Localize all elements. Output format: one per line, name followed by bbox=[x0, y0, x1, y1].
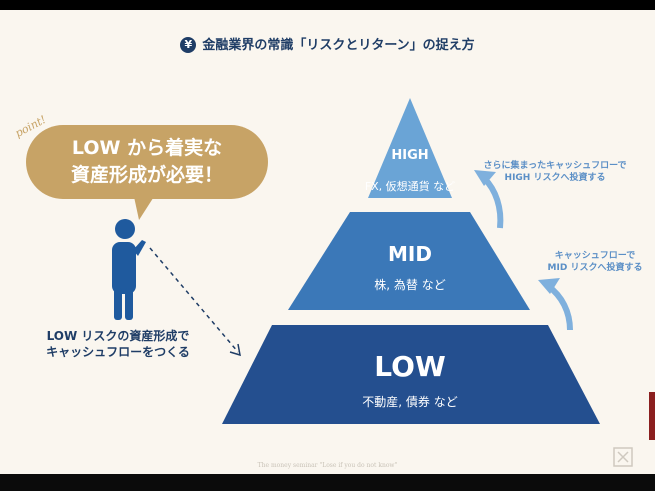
bubble-line-1: LOW から着実な bbox=[71, 137, 223, 159]
bubble-line-2: 資産形成が必要！ bbox=[70, 164, 223, 186]
tier-low-label: LOW bbox=[374, 350, 446, 383]
edge-fragment bbox=[649, 392, 655, 440]
note-high: さらに集まったキャッシュフローで HIGH リスクへ投資する bbox=[470, 160, 640, 184]
tier-high-label: HIGH bbox=[391, 148, 429, 163]
page-title: ¥ 金融業界の常識「リスクとリターン」の捉え方 bbox=[0, 34, 655, 53]
side-note-line-1: LOW リスクの資産形成で bbox=[46, 329, 190, 343]
curved-arrow-to-high bbox=[474, 170, 504, 229]
tier-low-examples: 不動産, 債券 など bbox=[362, 395, 458, 409]
dashed-arrow bbox=[149, 247, 241, 357]
title-text: 金融業界の常識「リスクとリターン」の捉え方 bbox=[202, 38, 475, 53]
tier-mid-label: MID bbox=[388, 242, 432, 266]
note-high-line-2: HIGH リスクへ投資する bbox=[504, 173, 606, 183]
side-note-line-2: キャッシュフローをつくる bbox=[46, 345, 190, 359]
speech-bubble-text: LOW から着実な 資産形成が必要！ bbox=[26, 135, 268, 189]
yen-icon: ¥ bbox=[180, 37, 197, 53]
note-mid: キャッシュフローで MID リスクへ投資する bbox=[545, 250, 645, 274]
tier-mid-examples: 株, 為替 など bbox=[374, 278, 446, 292]
slide: ¥金融業界の常識「リスクとリターン」の捉え方 point! LOW から着実な … bbox=[0, 10, 655, 474]
bottom-strip bbox=[0, 474, 655, 491]
note-mid-line-1: キャッシュフローで bbox=[554, 251, 636, 261]
note-mid-line-2: MID リスクへ投資する bbox=[547, 263, 643, 273]
pyramid-tier-mid bbox=[288, 212, 530, 310]
side-note: LOW リスクの資産形成で キャッシュフローをつくる bbox=[18, 328, 218, 360]
pyramid-tier-high bbox=[368, 98, 452, 198]
footer-text: The money seminar "Lose if you do not kn… bbox=[257, 462, 398, 469]
thinking-person-icon bbox=[112, 219, 146, 320]
diagram-graphics bbox=[112, 98, 600, 424]
note-high-line-1: さらに集まったキャッシュフローで bbox=[483, 161, 627, 171]
expand-icon[interactable] bbox=[613, 447, 633, 467]
curved-arrow-to-mid bbox=[538, 278, 573, 331]
tier-high-examples: FX, 仮想通貨 など bbox=[364, 180, 456, 193]
speech-bubble bbox=[26, 125, 268, 199]
pyramid-tier-low bbox=[222, 325, 600, 424]
